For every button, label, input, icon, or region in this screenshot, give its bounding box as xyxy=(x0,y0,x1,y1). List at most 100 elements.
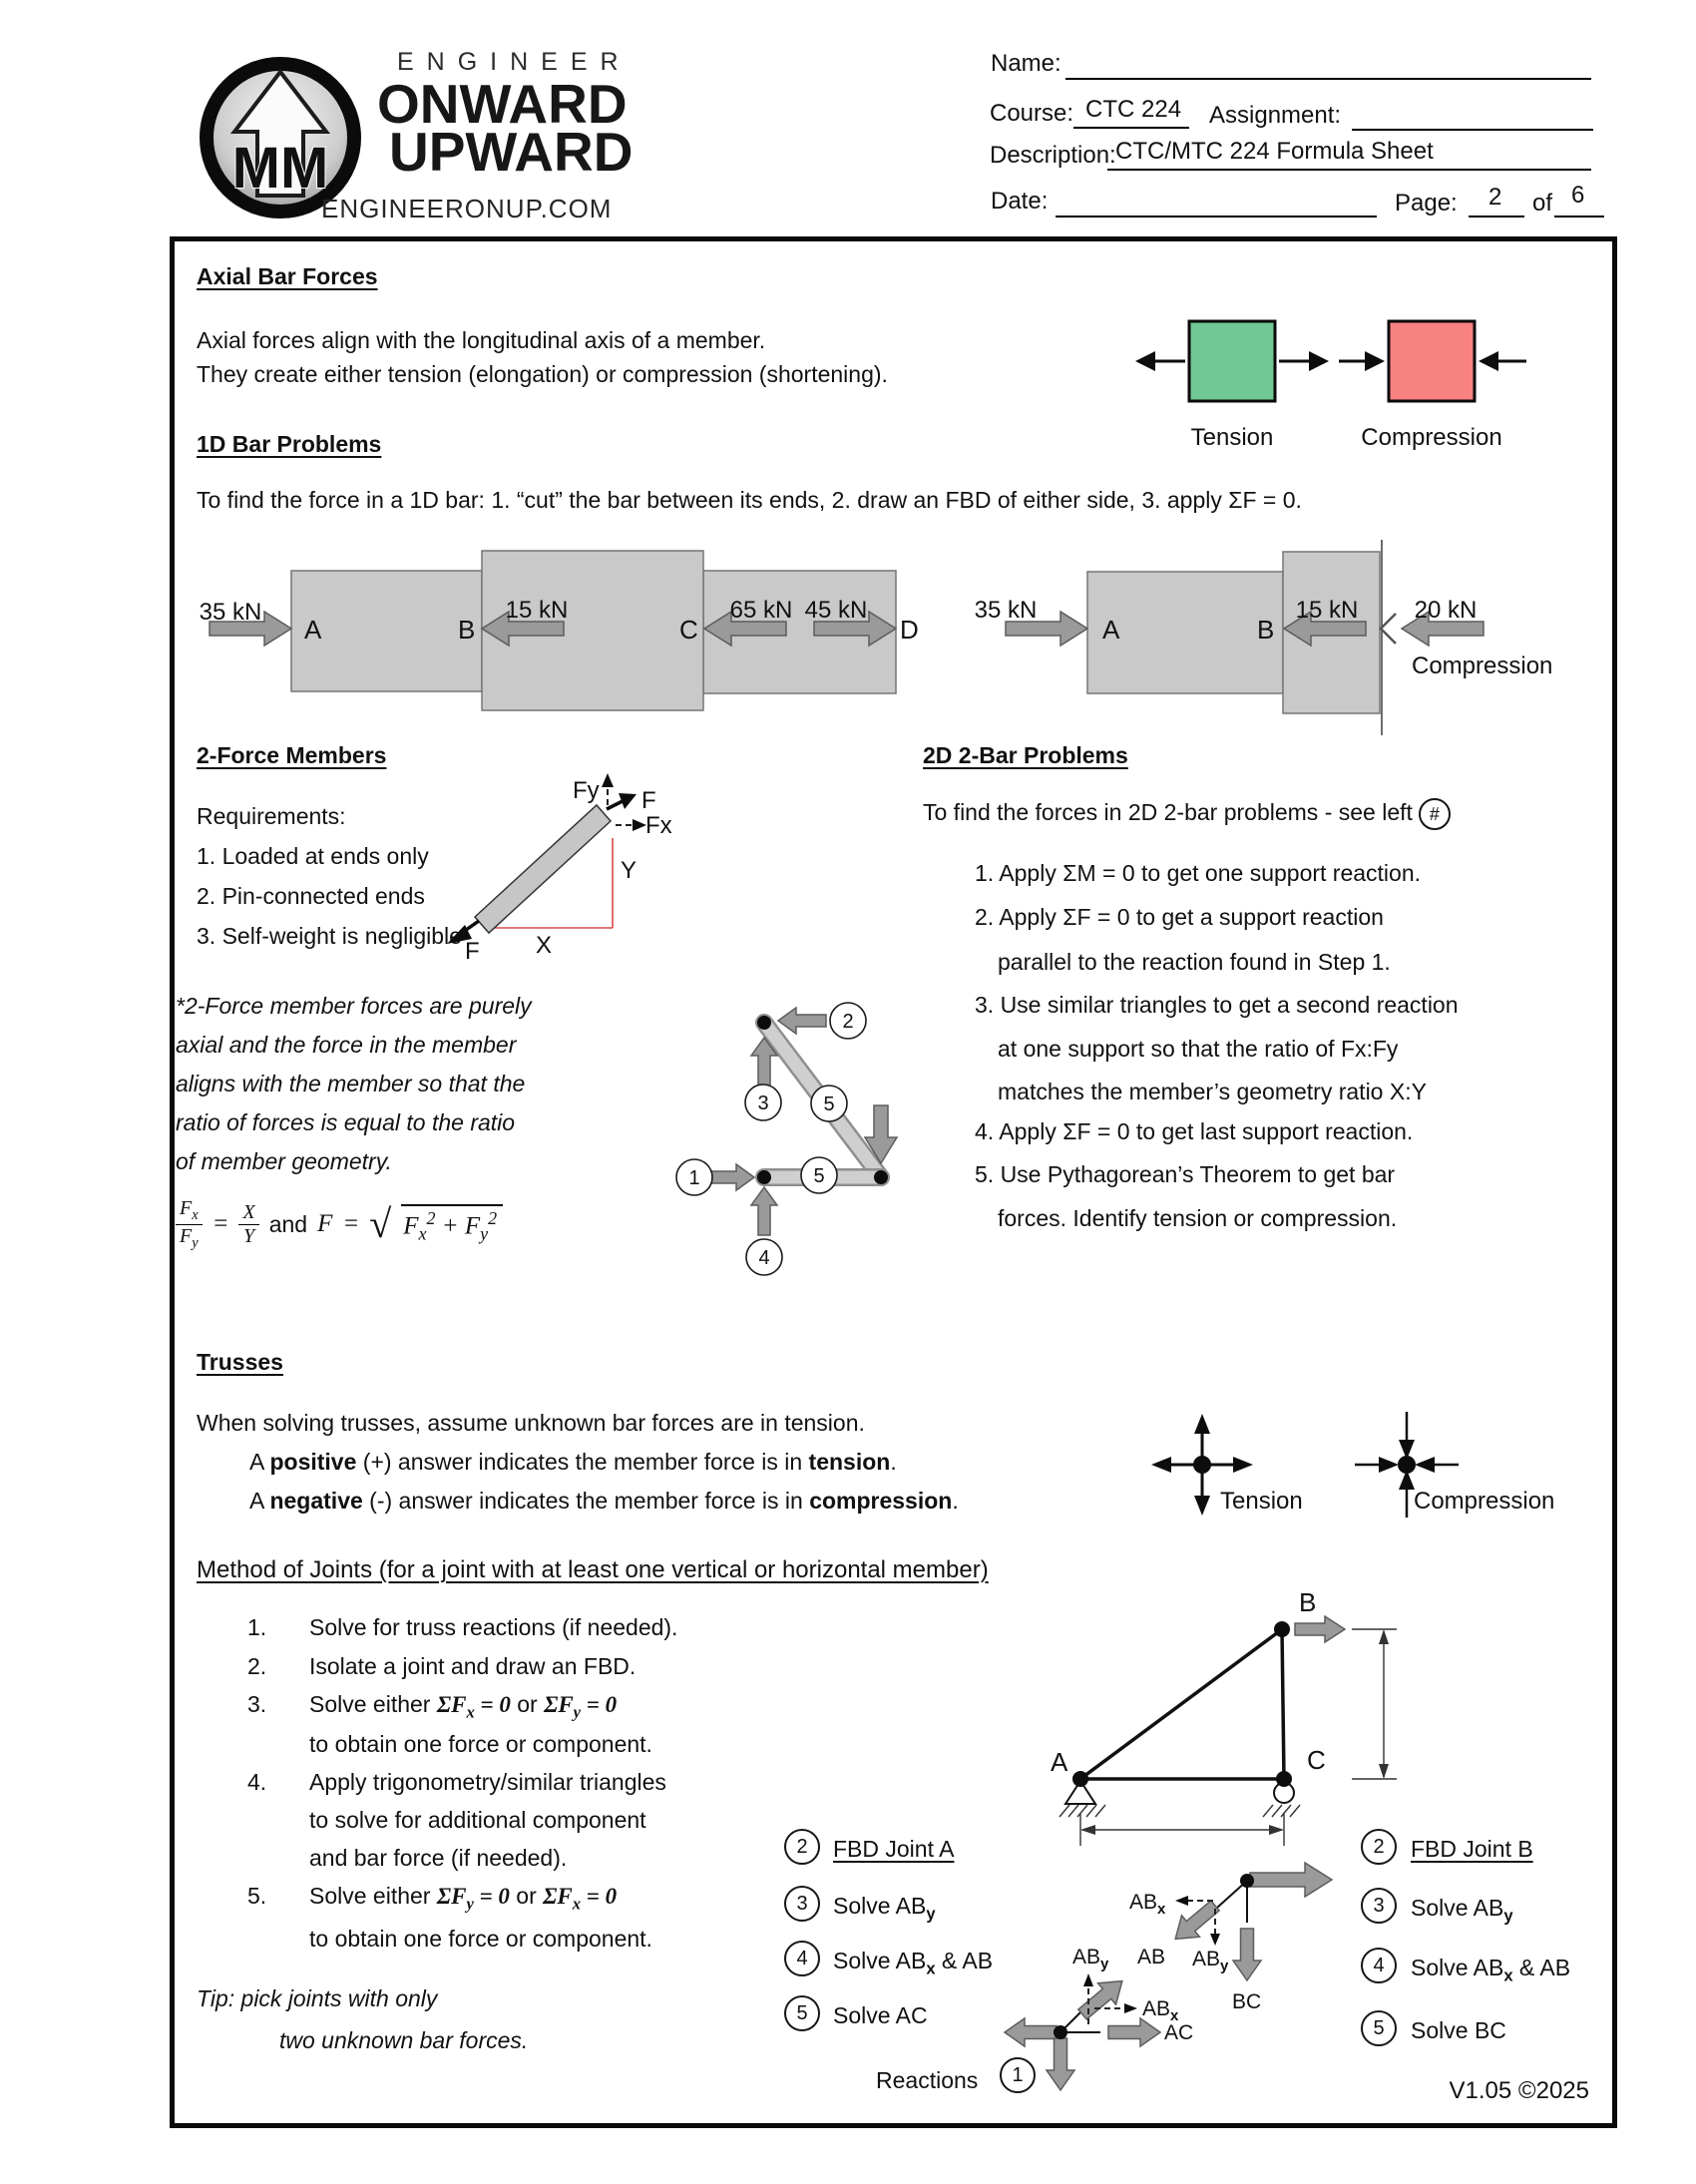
compression-result-label: Compression xyxy=(1412,653,1552,679)
fbd-b-badge-5: 5 xyxy=(1361,2010,1397,2046)
axial-line1: Axial forces align with the longitudinal… xyxy=(197,327,766,353)
force-arrow-65kn xyxy=(702,610,787,648)
applied-load-arrow xyxy=(1249,1861,1334,1899)
brand-logo-icon: MM xyxy=(200,57,361,218)
2bar-step-line: parallel to the reaction found in Step 1… xyxy=(998,949,1391,975)
abx-label: ABx xyxy=(1142,1997,1179,2024)
force-arrow-15kn xyxy=(1282,610,1367,648)
moj-step-3: 3.Solve either ΣFx = 0 or ΣFy = 0 xyxy=(247,1691,618,1722)
brand-eyebrow: ENGINEER xyxy=(397,48,632,76)
force-label: 15 kN xyxy=(506,597,569,624)
abx-label: ABx xyxy=(1129,1891,1166,1918)
ab-force-arrow xyxy=(1174,1899,1221,1941)
course-label: Course: xyxy=(990,100,1074,127)
trusses-positive-line: A positive (+) answer indicates the memb… xyxy=(249,1449,897,1475)
logo-monogram: MM xyxy=(232,136,329,201)
member-bar xyxy=(473,803,613,935)
fbd-b-badge-3: 3 xyxy=(1361,1888,1397,1924)
fbd-joint-b-title: FBD Joint B xyxy=(1411,1836,1533,1862)
1d-bar-diagram-right: 35 kN 15 kN 20 kN A B Compression xyxy=(975,540,1552,735)
ab-label: AB xyxy=(1137,1946,1165,1968)
moj-step-4-cont: and bar force (if needed). xyxy=(309,1845,568,1871)
fbd-b-badge-2: 2 xyxy=(1361,1829,1397,1865)
reaction-arrow-down xyxy=(1045,2037,1076,2092)
force-label: 35 kN xyxy=(975,597,1038,624)
2bar-step-line: 2. Apply ΣF = 0 to get a support reactio… xyxy=(975,904,1384,930)
svg-text:4: 4 xyxy=(758,1247,769,1269)
step-badge-5: 5 xyxy=(800,1156,838,1194)
f-top-label: F xyxy=(641,787,656,814)
force-arrow-15kn xyxy=(480,610,565,648)
of-label: of xyxy=(1532,190,1553,217)
moj-step-5-cont: to obtain one force or component. xyxy=(309,1926,652,1952)
two-force-note-line: *2-Force member forces are purely xyxy=(176,993,532,1019)
fy-label: Fy xyxy=(573,777,600,804)
solve-ac-label: Solve AC xyxy=(833,2002,928,2028)
bc-force-arrow xyxy=(1231,1928,1263,1982)
svg-text:2: 2 xyxy=(842,1011,853,1033)
reactions-badge-1: 1 xyxy=(1000,2057,1036,2093)
fbd-a-badge-3: 3 xyxy=(784,1886,820,1922)
compression-box xyxy=(1387,319,1477,403)
moj-step-3-cont: to obtain one force or component. xyxy=(309,1731,652,1757)
brand-line2: UPWARD xyxy=(389,121,634,183)
solve-bc-label: Solve BC xyxy=(1411,2017,1506,2043)
node-label-b: B xyxy=(1257,615,1274,645)
2bar-step-line: 5. Use Pythagorean’s Theorem to get bar xyxy=(975,1161,1396,1187)
fbd-joint-a-title: FBD Joint A xyxy=(833,1836,955,1862)
trusses-negative-line: A negative (-) answer indicates the memb… xyxy=(249,1488,959,1514)
assignment-field-line xyxy=(1352,129,1593,131)
moj-tip-line2: two unknown bar forces. xyxy=(279,2027,529,2053)
2bar-step-line: matches the member’s geometry ratio X:Y xyxy=(998,1079,1427,1104)
name-field-line xyxy=(1065,78,1591,80)
2bar-step-line: 1. Apply ΣM = 0 to get one support react… xyxy=(975,860,1422,886)
y-label: Y xyxy=(621,857,636,884)
version-label: V1.05 ©2025 xyxy=(1449,2077,1589,2104)
description-field-line xyxy=(1107,169,1591,171)
course-field-line xyxy=(1073,127,1189,129)
joint-label-b: B xyxy=(1299,1587,1316,1617)
requirement-item: 1. Loaded at ends only xyxy=(197,843,429,869)
fbd-a-badge-2: 2 xyxy=(784,1829,820,1865)
ac-label: AC xyxy=(1164,2021,1193,2044)
force-label: 35 kN xyxy=(200,599,262,626)
force-arrow-45kn xyxy=(813,610,898,648)
reactions-label: Reactions xyxy=(876,2067,979,2093)
moj-step-4-cont: to solve for additional component xyxy=(309,1807,646,1833)
compression-caption: Compression xyxy=(1361,424,1501,451)
bc-label: BC xyxy=(1232,1990,1261,2013)
two-bar-steps-diagram: 2 3 5 1 5 4 xyxy=(675,1002,899,1276)
compression-caption: Compression xyxy=(1414,1488,1554,1515)
moj-step-1: 1.Solve for truss reactions (if needed). xyxy=(247,1614,678,1640)
svg-text:5: 5 xyxy=(813,1165,824,1187)
section-heading-2-force: 2-Force Members xyxy=(197,742,387,768)
total-pages: 6 xyxy=(1571,182,1585,209)
course-value: CTC 224 xyxy=(1085,96,1182,123)
node-label-b: B xyxy=(458,615,475,645)
two-force-note-line: of member geometry. xyxy=(176,1148,392,1174)
2bar-step-line: 3. Use similar triangles to get a second… xyxy=(975,992,1459,1018)
fbd-a-badge-4: 4 xyxy=(784,1941,820,1976)
fbd-a-badge-5: 5 xyxy=(784,1995,820,2031)
two-force-member-diagram: Fy F Fx Y X F xyxy=(447,773,672,965)
step-badge-2: 2 xyxy=(829,1002,867,1040)
fx-label: Fx xyxy=(645,812,672,839)
2bar-step-line: forces. Identify tension or compression. xyxy=(998,1205,1398,1231)
section-heading-2d-2bar: 2D 2-Bar Problems xyxy=(923,742,1128,768)
step-badge-5: 5 xyxy=(810,1085,848,1122)
force-label: 20 kN xyxy=(1415,597,1478,624)
tension-node-icon xyxy=(1151,1414,1253,1516)
trusses-intro: When solving trusses, assume unknown bar… xyxy=(197,1410,865,1436)
date-label: Date: xyxy=(991,188,1049,215)
two-force-note-line: aligns with the member so that the xyxy=(176,1071,526,1096)
step-badge-1: 1 xyxy=(675,1158,713,1196)
moj-step-4: 4.Apply trigonometry/similar triangles xyxy=(247,1769,666,1795)
axial-line2: They create either tension (elongation) … xyxy=(197,361,888,387)
solve-abx-ab-label: Solve ABx & AB xyxy=(1411,1955,1571,1985)
requirements-title: Requirements: xyxy=(197,803,346,829)
ref-badge: # xyxy=(1418,798,1451,830)
1d-bar-diagram-left: 35 kN 15 kN 65 kN 45 kN A B C D xyxy=(200,550,919,711)
joint-label-c: C xyxy=(1307,1745,1326,1775)
brand-website: ENGINEERONUP.COM xyxy=(321,194,613,223)
